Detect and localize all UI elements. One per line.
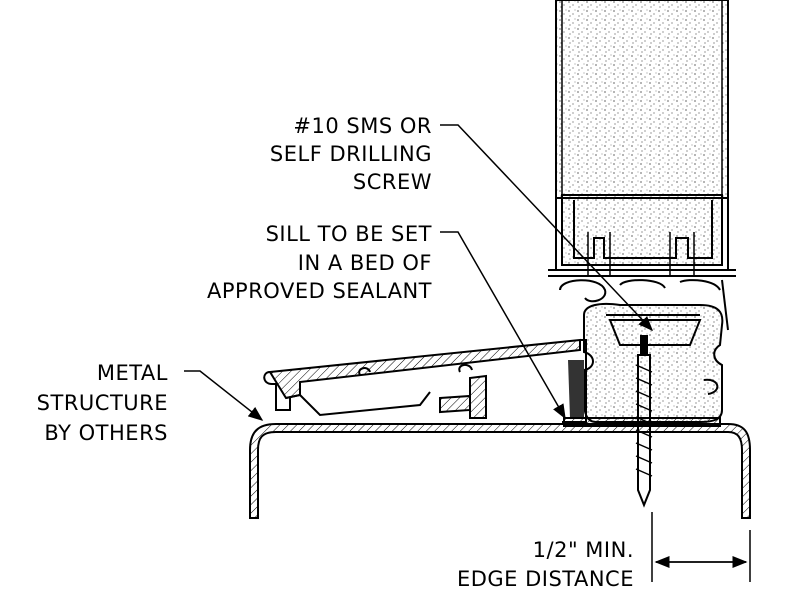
leader-lines [184,124,654,421]
screw-label-line-1: #10 SMS OR [293,114,432,138]
metal-structure [249,423,751,519]
sill-extrusion [263,338,721,427]
sill-label-line-1: SILL TO BE SET [266,222,432,246]
sill-receptor [583,302,724,423]
sill-label-line-3: APPROVED SEALANT [207,279,432,303]
sill-label: SILL TO BE SET IN A BED OF APPROVED SEAL… [207,222,432,303]
structure-label: METAL STRUCTURE BY OTHERS [37,361,168,445]
edge-distance-dimension [651,512,751,582]
screw-label-line-2: SELF DRILLING [270,142,432,166]
structure-label-line-1: METAL [97,361,168,385]
screw-label-line-3: SCREW [353,170,432,194]
edge-label-line-1: 1/2" MIN. [533,538,634,562]
sill-label-line-2: IN A BED OF [298,251,432,275]
gasket-strips [559,279,729,331]
panel-bottom-channel [548,194,736,277]
edge-distance-label: 1/2" MIN. EDGE DISTANCE [457,538,634,591]
insulated-panel [555,0,729,270]
screw-label: #10 SMS OR SELF DRILLING SCREW [270,114,432,194]
structure-label-line-2: STRUCTURE [37,391,168,415]
structure-label-line-3: BY OTHERS [44,421,168,445]
edge-label-line-2: EDGE DISTANCE [457,567,634,591]
